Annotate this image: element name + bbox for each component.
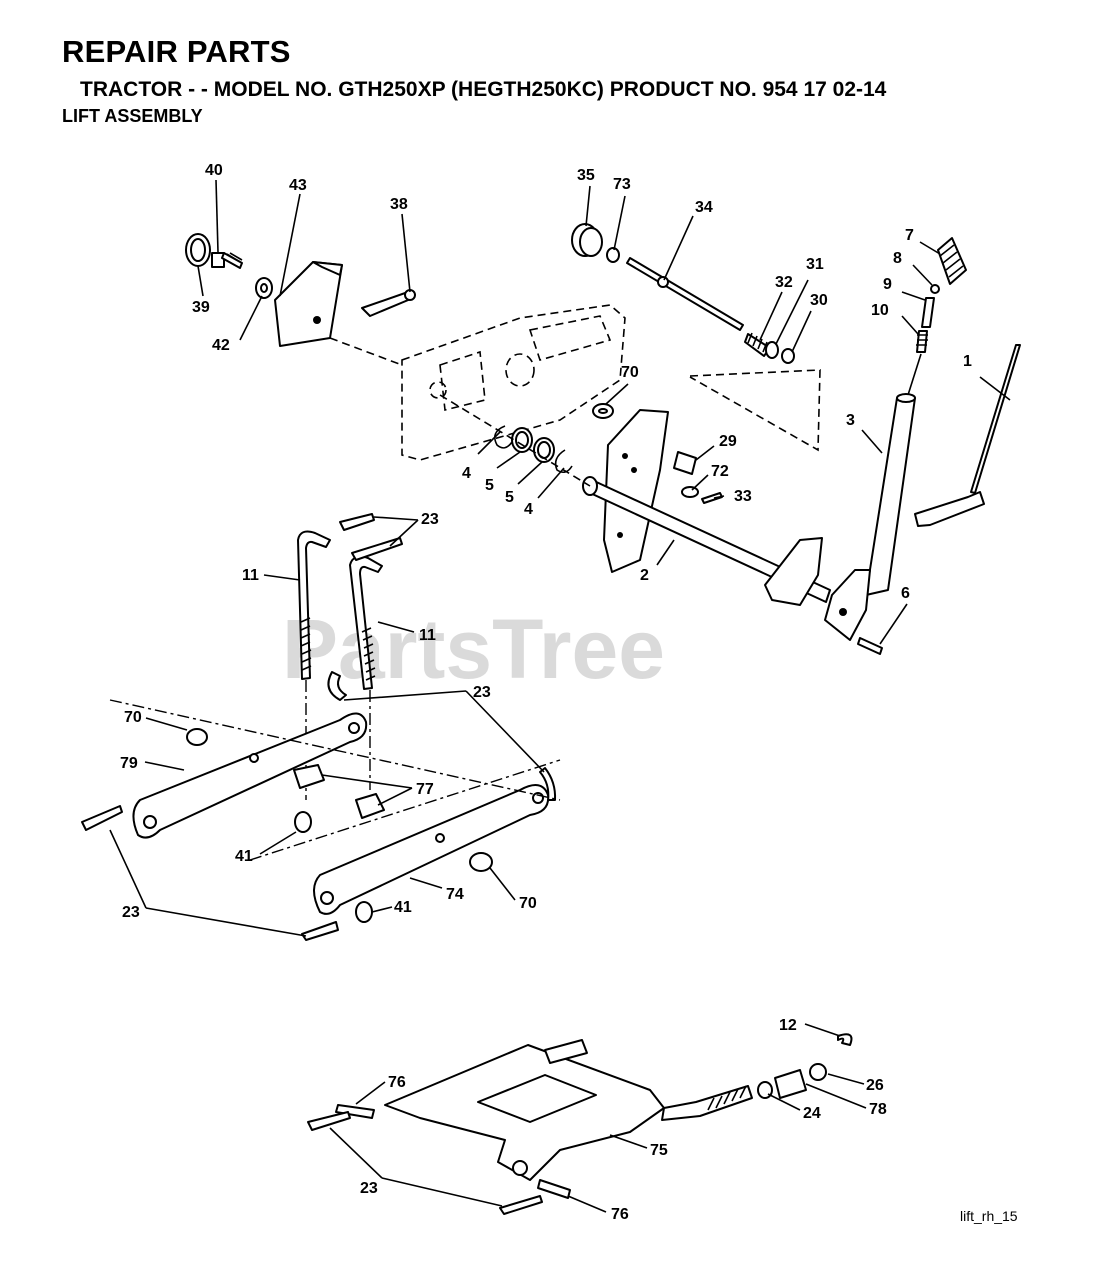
callout-33: 33	[734, 488, 752, 505]
callout-29: 29	[719, 433, 737, 450]
callout-72: 72	[711, 463, 729, 480]
callout-4-b: 4	[524, 501, 533, 518]
callout-70-low: 70	[519, 895, 537, 912]
part-29-fitting	[673, 451, 697, 475]
callout-5-b: 5	[505, 489, 514, 506]
callout-76-a: 76	[388, 1074, 406, 1091]
frame-bracket-dashed	[401, 304, 626, 461]
callout-74: 74	[446, 886, 464, 903]
callout-41-a: 41	[235, 848, 253, 865]
parts-23-clips-bottom	[81, 805, 339, 941]
callout-79: 79	[120, 755, 138, 772]
callout-24: 24	[803, 1105, 821, 1122]
callout-26: 26	[866, 1077, 884, 1094]
callout-12: 12	[779, 1017, 797, 1034]
part-39-ring	[185, 233, 211, 267]
callout-34: 34	[695, 199, 713, 216]
watermark: PartsTree	[282, 602, 665, 696]
parts-24-78-26	[757, 1063, 827, 1099]
axis-lines-links	[109, 699, 561, 861]
callout-1: 1	[963, 353, 972, 370]
part-72-washer	[681, 486, 699, 498]
callout-32: 32	[775, 274, 793, 291]
part-73-nut	[606, 247, 620, 263]
part-33-pin	[701, 492, 723, 504]
callout-40: 40	[205, 162, 223, 179]
leader-lines	[109, 179, 1011, 1213]
section-title: LIFT ASSEMBLY	[62, 106, 203, 126]
parts-76-bolts	[335, 1104, 571, 1199]
model-subtitle: TRACTOR - - MODEL NO. GTH250XP (HEGTH250…	[80, 78, 887, 101]
callout-31: 31	[806, 256, 824, 273]
part-34-rod	[626, 257, 744, 331]
callout-11-b: 11	[419, 627, 436, 644]
callout-76-b: 76	[611, 1206, 629, 1223]
callout-11-a: 11	[242, 567, 259, 584]
callout-41-b: 41	[394, 899, 412, 916]
part-8-ring	[930, 284, 940, 294]
part-35-knob	[571, 223, 603, 257]
callout-8: 8	[893, 250, 902, 267]
part-43-wedge	[274, 261, 343, 347]
part-40-bolt	[211, 252, 243, 269]
callout-77: 77	[416, 781, 434, 798]
callout-23-c: 23	[122, 904, 140, 921]
parts-23-clips-top	[327, 513, 557, 801]
page-title: REPAIR PARTS	[62, 34, 291, 69]
part-7-grip	[937, 237, 967, 285]
part-3-lever	[824, 393, 916, 641]
callout-4-a: 4	[462, 465, 471, 482]
part-75-bracket	[384, 1039, 753, 1181]
part-79-link	[132, 712, 368, 839]
callout-7: 7	[905, 227, 914, 244]
part-9-pin	[921, 297, 935, 328]
part-12-clip	[837, 1033, 853, 1046]
axis-line-shaft	[439, 394, 591, 487]
callout-35: 35	[577, 167, 595, 184]
callout-6: 6	[901, 585, 910, 602]
parts-4-5-rings	[494, 425, 573, 474]
callout-70-mid: 70	[124, 709, 142, 726]
callout-10: 10	[871, 302, 889, 319]
dashed-box-rod	[689, 369, 821, 452]
figure-reference: lift_rh_15	[960, 1208, 1018, 1224]
callout-30: 30	[810, 292, 828, 309]
callout-75: 75	[650, 1142, 668, 1159]
parts-23-clips-lower	[307, 1111, 543, 1215]
part-74-link	[313, 784, 550, 915]
part-6-bolt	[857, 637, 883, 655]
part-42-washer	[255, 277, 273, 299]
callout-39: 39	[192, 299, 210, 316]
callout-42: 42	[212, 337, 230, 354]
part-2-shaft	[582, 409, 831, 606]
part-10-spring	[916, 330, 928, 353]
callout-43: 43	[289, 177, 307, 194]
callout-23-a: 23	[421, 511, 439, 528]
callout-2: 2	[640, 567, 649, 584]
callout-73: 73	[613, 176, 631, 193]
part-70-washer-top	[592, 403, 614, 419]
rod-link-10-3	[907, 353, 922, 396]
callout-5-a: 5	[485, 477, 494, 494]
callout-3: 3	[846, 412, 855, 429]
part-38-pin	[361, 289, 416, 317]
part-31-washer	[765, 341, 779, 359]
callout-23-b: 23	[473, 684, 491, 701]
part-1-rod	[914, 344, 1021, 527]
callout-70-top: 70	[621, 364, 639, 381]
callout-9: 9	[883, 276, 892, 293]
callout-78: 78	[869, 1101, 887, 1118]
callout-38: 38	[390, 196, 408, 213]
part-32-spring	[744, 332, 771, 357]
leader-dashed-43	[329, 337, 403, 366]
callout-labels: 40 43 38 39 42 35 73 34 32 31 30 7 8 9 1…	[120, 162, 972, 1223]
parts-41-nuts	[294, 811, 373, 923]
parts-77-blocks	[293, 764, 385, 819]
callout-23-d: 23	[360, 1180, 378, 1197]
parts-70-washers-mid	[186, 728, 493, 872]
part-30-nut	[781, 348, 795, 364]
